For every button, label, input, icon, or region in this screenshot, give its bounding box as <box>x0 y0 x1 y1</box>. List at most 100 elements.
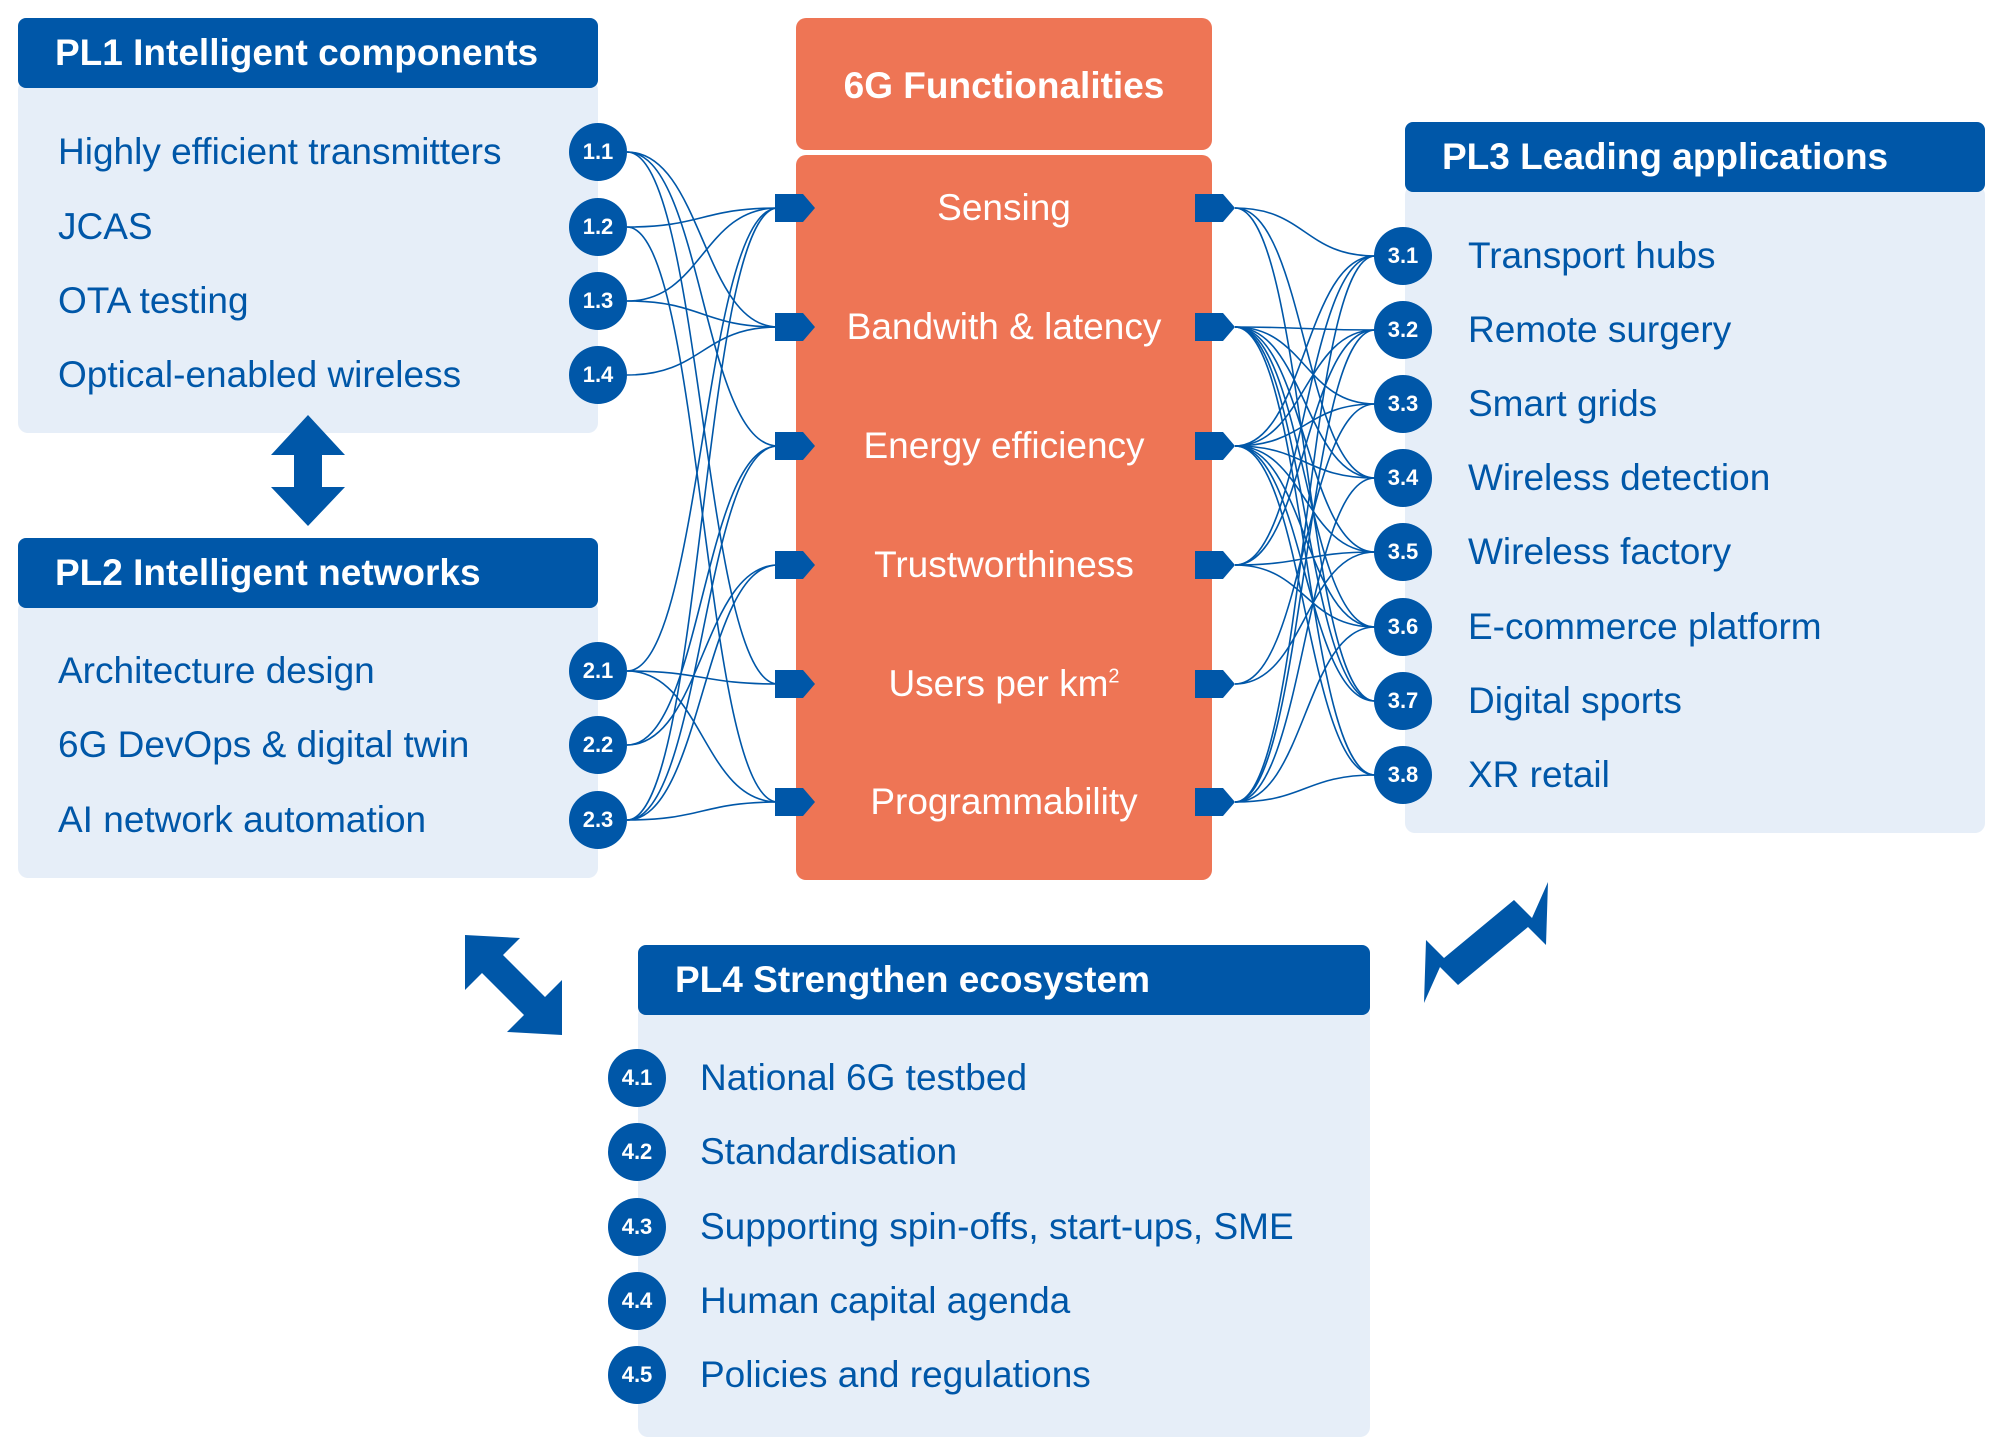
functionality-item: Users per km2 <box>796 663 1212 705</box>
list-item-label: Transport hubs <box>1468 235 1716 276</box>
input-port-icon <box>775 194 815 222</box>
item-number-badge: 3.5 <box>1374 523 1432 581</box>
connector-line <box>626 445 779 746</box>
connector-line <box>1234 326 1376 628</box>
item-number-badge: 4.4 <box>608 1272 666 1330</box>
connector-line <box>1234 445 1376 776</box>
connector-line <box>1234 255 1376 447</box>
output-port-icon <box>1195 313 1235 341</box>
item-number-badge: 2.2 <box>569 716 627 774</box>
list-item-label: E-commerce platform <box>1468 606 1822 647</box>
connector-line <box>1234 255 1376 803</box>
item-number-badge: 2.3 <box>569 791 627 849</box>
connector-line <box>1234 326 1376 331</box>
input-port-icon <box>775 551 815 579</box>
connector-line <box>1234 445 1376 553</box>
pl2-pl4-arrow-icon <box>465 935 562 1035</box>
output-port-icon <box>1195 670 1235 698</box>
connector-line <box>1234 329 1376 803</box>
item-number-badge: 3.6 <box>1374 598 1432 656</box>
connector-line <box>626 670 779 803</box>
connector-line <box>1234 255 1376 566</box>
item-number-badge: 1.4 <box>569 346 627 404</box>
item-number-badge: 3.2 <box>1374 301 1432 359</box>
connector-line <box>626 151 779 685</box>
connector-line <box>1234 329 1376 566</box>
functionality-item: Energy efficiency <box>796 425 1212 467</box>
item-number-badge: 4.5 <box>608 1346 666 1404</box>
pl3-panel <box>1405 185 1985 833</box>
list-item-label: Digital sports <box>1468 680 1682 721</box>
pl1-panel <box>18 80 598 433</box>
connector-line <box>1234 626 1376 803</box>
connector-line <box>626 564 779 746</box>
functionality-item: Trustworthiness <box>796 544 1212 586</box>
list-item-label: Human capital agenda <box>700 1280 1071 1321</box>
functionality-item: Sensing <box>796 187 1212 229</box>
functionality-label: Energy efficiency <box>863 425 1145 466</box>
connector-line <box>1234 326 1376 776</box>
item-number-badge: 1.3 <box>569 272 627 330</box>
list-item-label: 6G DevOps & digital twin <box>58 724 470 765</box>
pl1-header: PL1 Intelligent components <box>18 18 598 88</box>
list-item-label: JCAS <box>58 206 153 247</box>
list-item-label: XR retail <box>1468 754 1610 795</box>
list-item-label: AI network automation <box>58 799 427 840</box>
list-item-label: OTA testing <box>58 280 249 321</box>
pl1-title: PL1 Intelligent components <box>55 32 539 73</box>
list-item-label: Architecture design <box>58 650 375 691</box>
functionality-label: Trustworthiness <box>874 544 1134 585</box>
list-item-label: Wireless factory <box>1468 531 1732 572</box>
input-port-icon <box>775 432 815 460</box>
output-port-icon <box>1195 788 1235 816</box>
connector-line <box>1234 477 1376 803</box>
list-item-label: Supporting spin-offs, start-ups, SME <box>700 1206 1294 1247</box>
connector-line <box>626 801 779 821</box>
connector-line <box>626 151 779 328</box>
output-port-icon <box>1195 432 1235 460</box>
list-item-label: Wireless detection <box>1468 457 1771 498</box>
functionality-label: Users per km <box>888 663 1109 704</box>
item-number-badge: 4.2 <box>608 1123 666 1181</box>
connector-line <box>1234 403 1376 685</box>
item-number-badge: 3.3 <box>1374 375 1432 433</box>
connector-line <box>1234 445 1376 628</box>
item-number-badge: 1.1 <box>569 123 627 181</box>
connector-line <box>626 207 779 302</box>
item-number-badge: 3.4 <box>1374 449 1432 507</box>
functionality-label: Sensing <box>937 187 1071 228</box>
item-number-badge: 3.1 <box>1374 227 1432 285</box>
connector-line <box>1234 326 1376 702</box>
connector-line <box>1234 207 1376 257</box>
pl4-title: PL4 Strengthen ecosystem <box>675 959 1150 1000</box>
pl3-header: PL3 Leading applications <box>1405 122 1985 192</box>
connector-line <box>626 670 779 685</box>
list-item-label: National 6G testbed <box>700 1057 1028 1098</box>
connector-line <box>626 300 779 328</box>
input-port-icon <box>775 670 815 698</box>
input-port-icon <box>775 313 815 341</box>
functionalities-header-block <box>796 18 1212 150</box>
list-item-label: Standardisation <box>700 1131 958 1172</box>
output-port-icon <box>1195 194 1235 222</box>
list-item-label: Optical-enabled wireless <box>58 354 462 395</box>
pl2-panel <box>18 600 598 878</box>
list-item-label: Highly efficient transmitters <box>58 131 502 172</box>
connector-line <box>1234 551 1376 685</box>
item-number-badge: 1.2 <box>569 198 627 256</box>
list-item-label: Smart grids <box>1468 383 1658 424</box>
connector-line <box>1234 564 1376 628</box>
connector-line <box>626 151 779 447</box>
connector-line <box>1234 326 1376 405</box>
pl2-title: PL2 Intelligent networks <box>55 552 481 593</box>
connector-line <box>1234 445 1376 702</box>
item-number-badge: 4.1 <box>608 1049 666 1107</box>
pl3-title: PL3 Leading applications <box>1442 136 1889 177</box>
connector-line <box>1234 445 1376 479</box>
item-number-badge: 4.3 <box>608 1198 666 1256</box>
functionalities-title: 6G Functionalities <box>843 65 1165 106</box>
item-number-badge: 3.7 <box>1374 672 1432 730</box>
